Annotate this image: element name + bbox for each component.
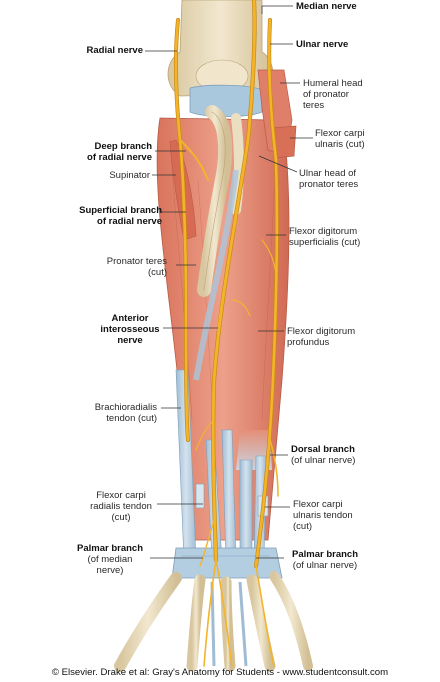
label-pronator-teres-cut: Pronator teres(cut) [106, 256, 167, 278]
label-supinator: Supinator [109, 170, 150, 181]
label-ulnar-nerve: Ulnar nerve [296, 39, 349, 50]
copyright-credit: © Elsevier. Drake et al: Gray's Anatomy … [51, 667, 389, 678]
leader-lines [145, 5, 313, 559]
nerves [173, 0, 279, 667]
humerus [167, 0, 274, 97]
wrist-and-hand [114, 547, 313, 672]
label-radial-nerve: Radial nerve [86, 45, 144, 56]
distal-tendons [175, 169, 269, 561]
label-palmar-branch-ulnar-nerve: Palmar branch(of ulnar nerve) [292, 549, 358, 571]
label-median-nerve: Median nerve [296, 1, 357, 12]
label-dorsal-branch-ulnar-nerve: Dorsal branch(of ulnar nerve) [291, 444, 356, 466]
